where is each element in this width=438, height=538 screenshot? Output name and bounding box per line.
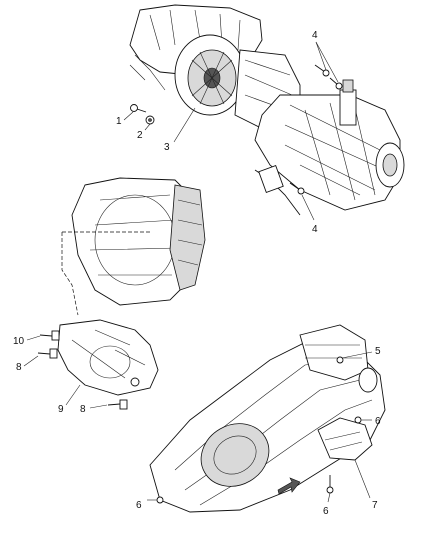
callout-3: 3 [164,142,170,153]
callout-1: 1 [116,116,122,127]
callout-group-middle: 10 8 9 8 [13,335,108,415]
callout-6-left: 6 [136,500,142,511]
callout-8-left: 8 [16,362,22,373]
callout-10: 10 [13,336,25,347]
callout-4-top: 4 [312,30,318,41]
top-assembly [129,4,405,216]
middle-assembly [37,177,206,410]
callout-8-right: 8 [80,404,86,415]
callout-4-bottom: 4 [312,224,318,235]
callout-6-bottom: 6 [323,506,329,517]
bottom-assembly [149,324,386,513]
callout-9: 9 [58,404,64,415]
callout-group-top: 1 2 3 4 4 [116,30,339,235]
callout-group-bottom: 5 6 6 7 6 [136,346,381,517]
callout-7: 7 [372,500,378,511]
callout-2: 2 [137,130,143,141]
callout-6-right: 6 [375,416,381,427]
callout-5: 5 [375,346,381,357]
